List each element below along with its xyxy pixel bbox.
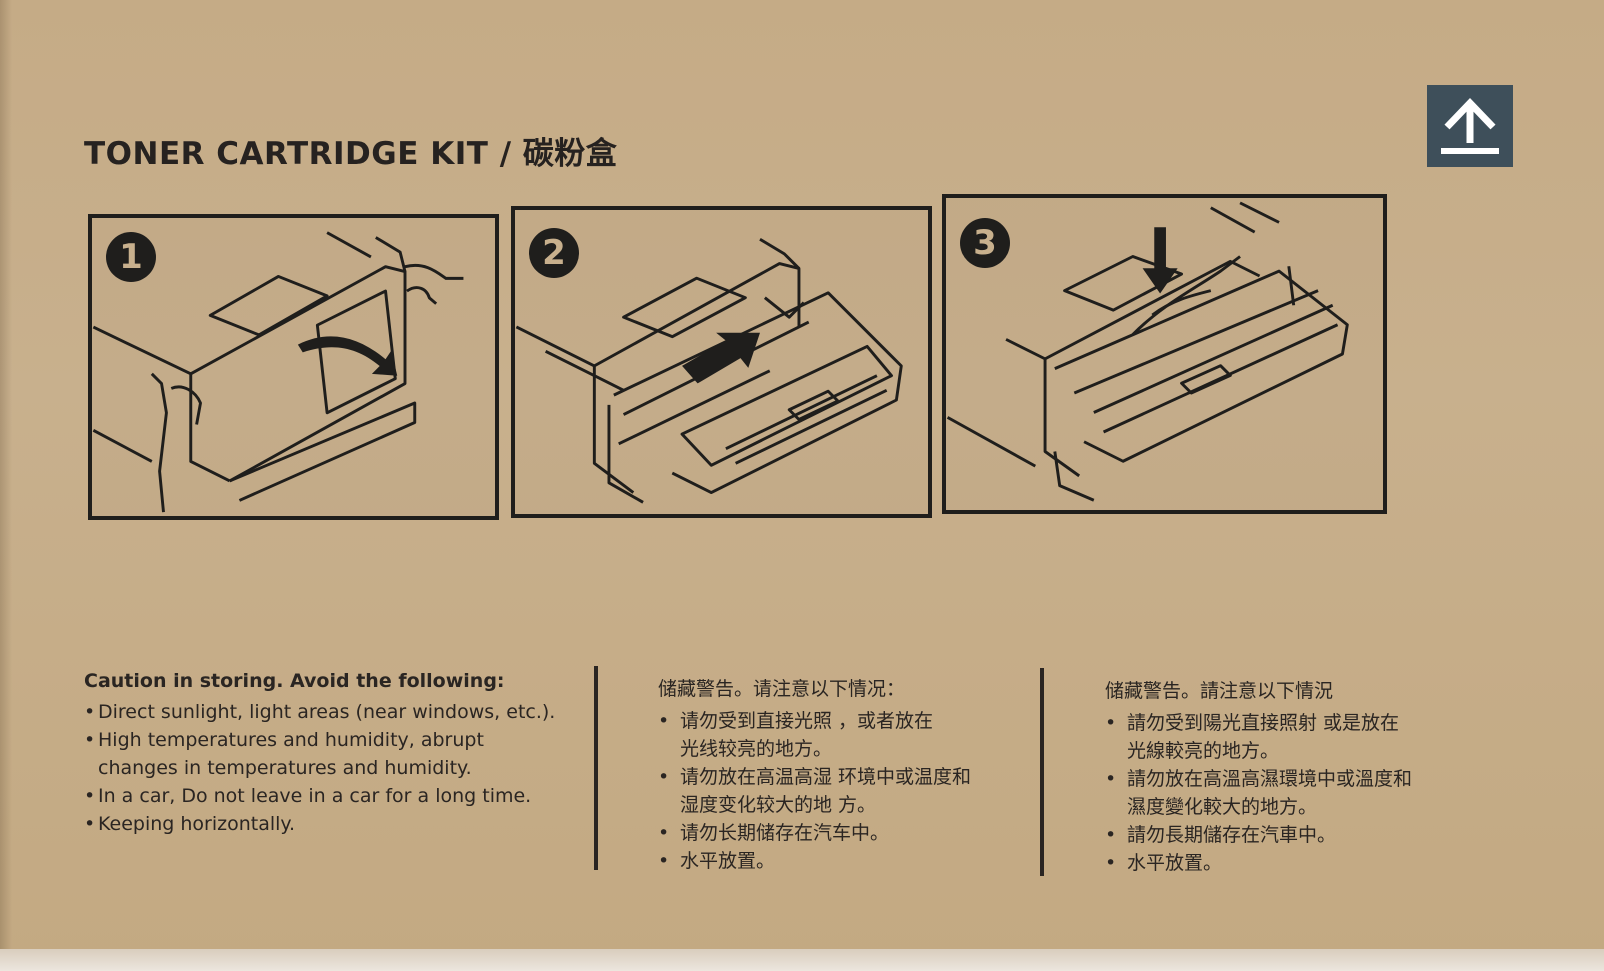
- caution-item: 水平放置。: [1105, 849, 1412, 877]
- step-number-badge: 3: [960, 218, 1010, 268]
- caution-item: In a car, Do not leave in a car for a lo…: [84, 782, 555, 810]
- caution-item: 請勿長期儲存在汽車中。: [1105, 821, 1412, 849]
- column-divider: [594, 666, 598, 870]
- step-3-illustration: 3: [942, 194, 1387, 514]
- caution-item: 請勿放在高溫高濕環境中或溫度和 濕度變化較大的地方。: [1105, 765, 1412, 821]
- caution-item: 請勿受到陽光直接照射 或是放在 光線較亮的地方。: [1105, 709, 1412, 765]
- caution-heading: Caution in storing. Avoid the following:: [84, 670, 505, 692]
- caution-heading: 储藏警告。请注意以下情况：: [658, 678, 906, 700]
- caution-item: 请勿放在高温高湿 环境中或温度和 湿度变化较大的地 方。: [658, 763, 971, 819]
- caution-item: 水平放置。: [658, 847, 971, 875]
- caution-english: Caution in storing. Avoid the following:…: [84, 670, 555, 838]
- printer-open-cover-drawing: [92, 231, 464, 513]
- page-title: TONER CARTRIDGE KIT / 碳粉盒: [84, 136, 618, 172]
- caution-item: Keeping horizontally.: [84, 810, 555, 838]
- caution-item: 请勿长期储存在汽车中。: [658, 819, 971, 847]
- box-shadow: [0, 0, 12, 971]
- caution-item: 请勿受到直接光照 ，或者放在 光线较亮的地方。: [658, 707, 971, 763]
- column-divider: [1040, 668, 1044, 876]
- step-number-badge: 2: [529, 228, 579, 278]
- caution-simplified-chinese: 储藏警告。请注意以下情况： 请勿受到直接光照 ，或者放在 光线较亮的地方。 请勿…: [658, 674, 971, 875]
- cartridge-press-down-drawing: [946, 201, 1349, 502]
- caution-heading: 储藏警告。請注意以下情況: [1105, 680, 1334, 702]
- box-bottom-edge: [0, 949, 1604, 971]
- step-1-illustration: 1: [88, 214, 499, 520]
- step-2-illustration: 2: [511, 206, 932, 518]
- caution-item: Direct sunlight, light areas (near windo…: [84, 698, 555, 726]
- up-arrow-icon: [1427, 85, 1513, 167]
- cartridge-insert-drawing: [515, 237, 903, 504]
- caution-traditional-chinese: 储藏警告。請注意以下情況 請勿受到陽光直接照射 或是放在 光線較亮的地方。 請勿…: [1105, 676, 1412, 877]
- caution-item: High temperatures and humidity, abrupt c…: [84, 726, 555, 782]
- step-number-badge: 1: [106, 232, 156, 282]
